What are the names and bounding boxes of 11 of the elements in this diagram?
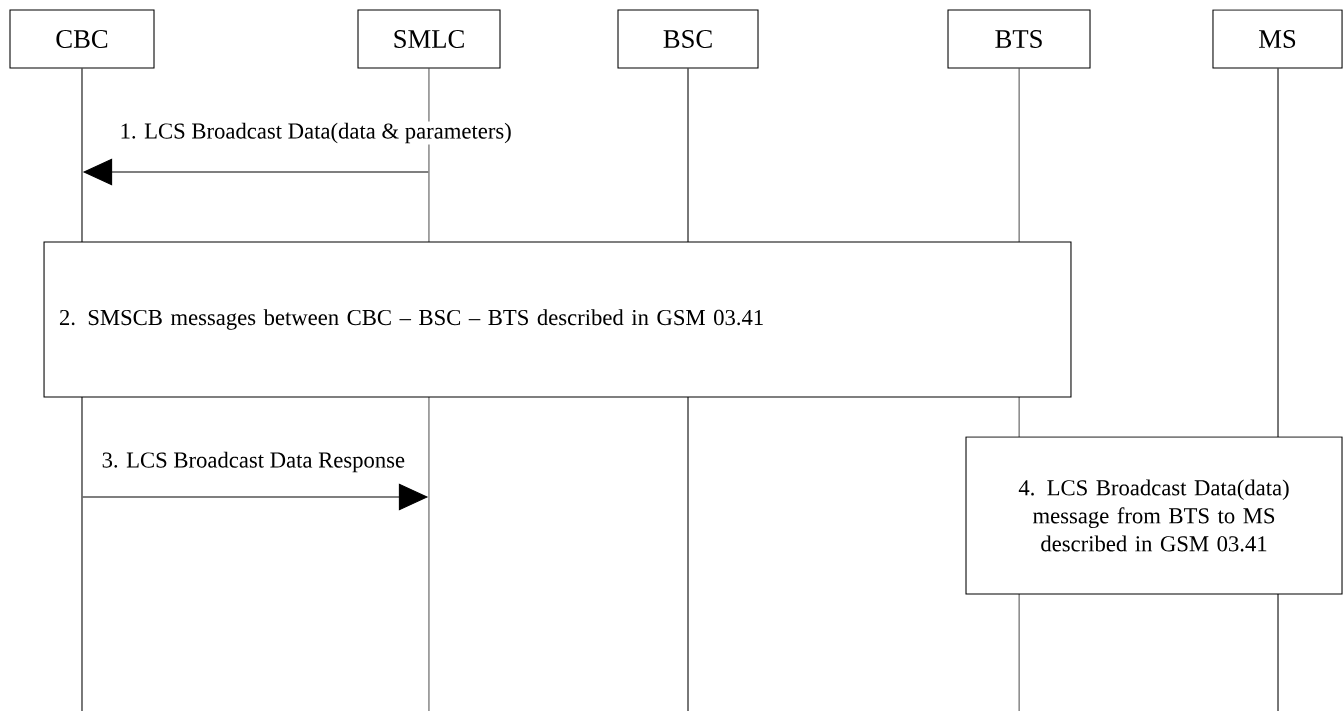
edge-label: 1. LCS Broadcast Data(data & parameters): [118, 121, 514, 145]
lifeline: [687, 68, 689, 711]
participant-box: CBC: [9, 9, 155, 69]
participant-box: BTS: [947, 9, 1091, 69]
process-box: 2. SMSCB messages between CBC – BSC – BTS described in GSM 03.41: [43, 241, 1072, 398]
process-box: 4. LCS Broadcast Data(data) message from BTS to MS described in GSM 03.41: [965, 436, 1343, 595]
participant-box: MS: [1212, 9, 1343, 69]
participant-box: SMLC: [357, 9, 501, 69]
lifeline: [1277, 68, 1279, 711]
edge-label: 3. LCS Broadcast Data Response: [100, 450, 407, 474]
participant-box: BSC: [617, 9, 759, 69]
